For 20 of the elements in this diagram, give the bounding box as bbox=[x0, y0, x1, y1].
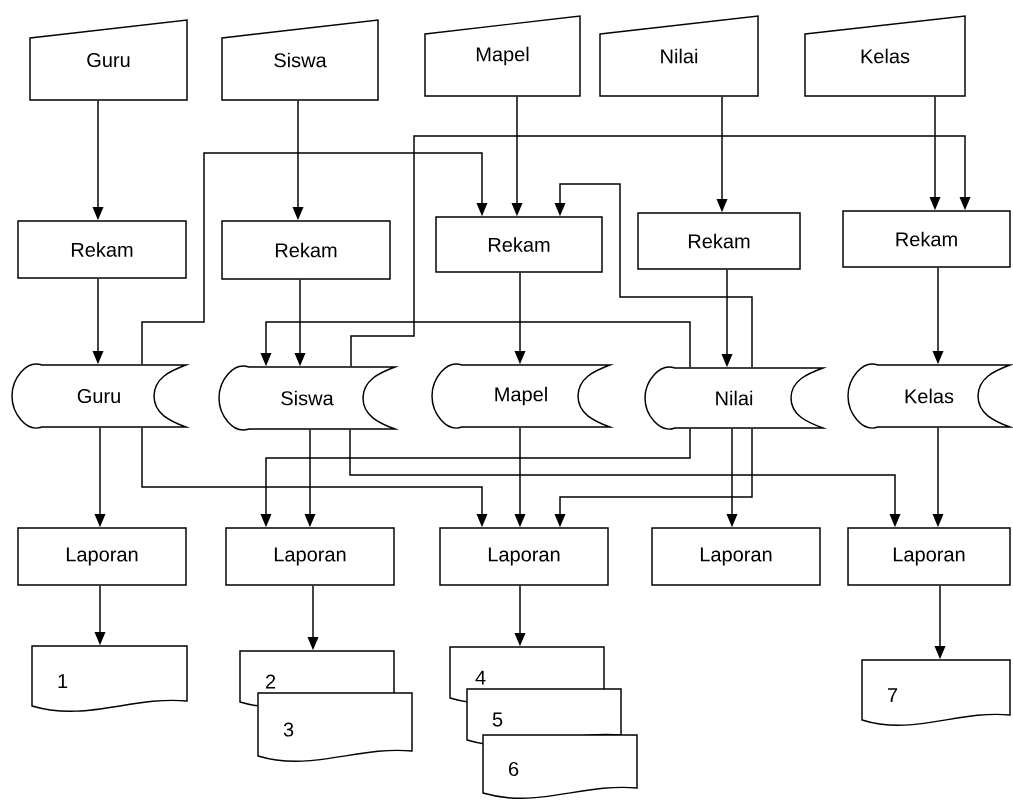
arrow bbox=[141, 152, 488, 365]
process-box: Rekam bbox=[842, 210, 1011, 268]
input-box: Siswa bbox=[221, 19, 379, 101]
process-box: Laporan bbox=[847, 527, 1011, 586]
process-box: Laporan bbox=[225, 527, 395, 586]
process-box: Rekam bbox=[435, 216, 603, 273]
arrow bbox=[554, 183, 753, 368]
process-box: Laporan bbox=[439, 527, 609, 586]
process-box: Rekam bbox=[17, 220, 187, 279]
process-box: Rekam bbox=[221, 220, 391, 280]
input-box: Mapel bbox=[424, 15, 581, 97]
arrow bbox=[350, 135, 971, 367]
input-box: Guru bbox=[29, 19, 188, 101]
input-box: Nilai bbox=[599, 15, 759, 97]
process-box: Rekam bbox=[637, 212, 801, 270]
input-box: Kelas bbox=[804, 15, 966, 97]
process-box: Laporan bbox=[651, 527, 821, 586]
data-store: Kelas bbox=[847, 363, 1011, 429]
arrow bbox=[260, 321, 691, 368]
process-box: Laporan bbox=[17, 527, 187, 586]
